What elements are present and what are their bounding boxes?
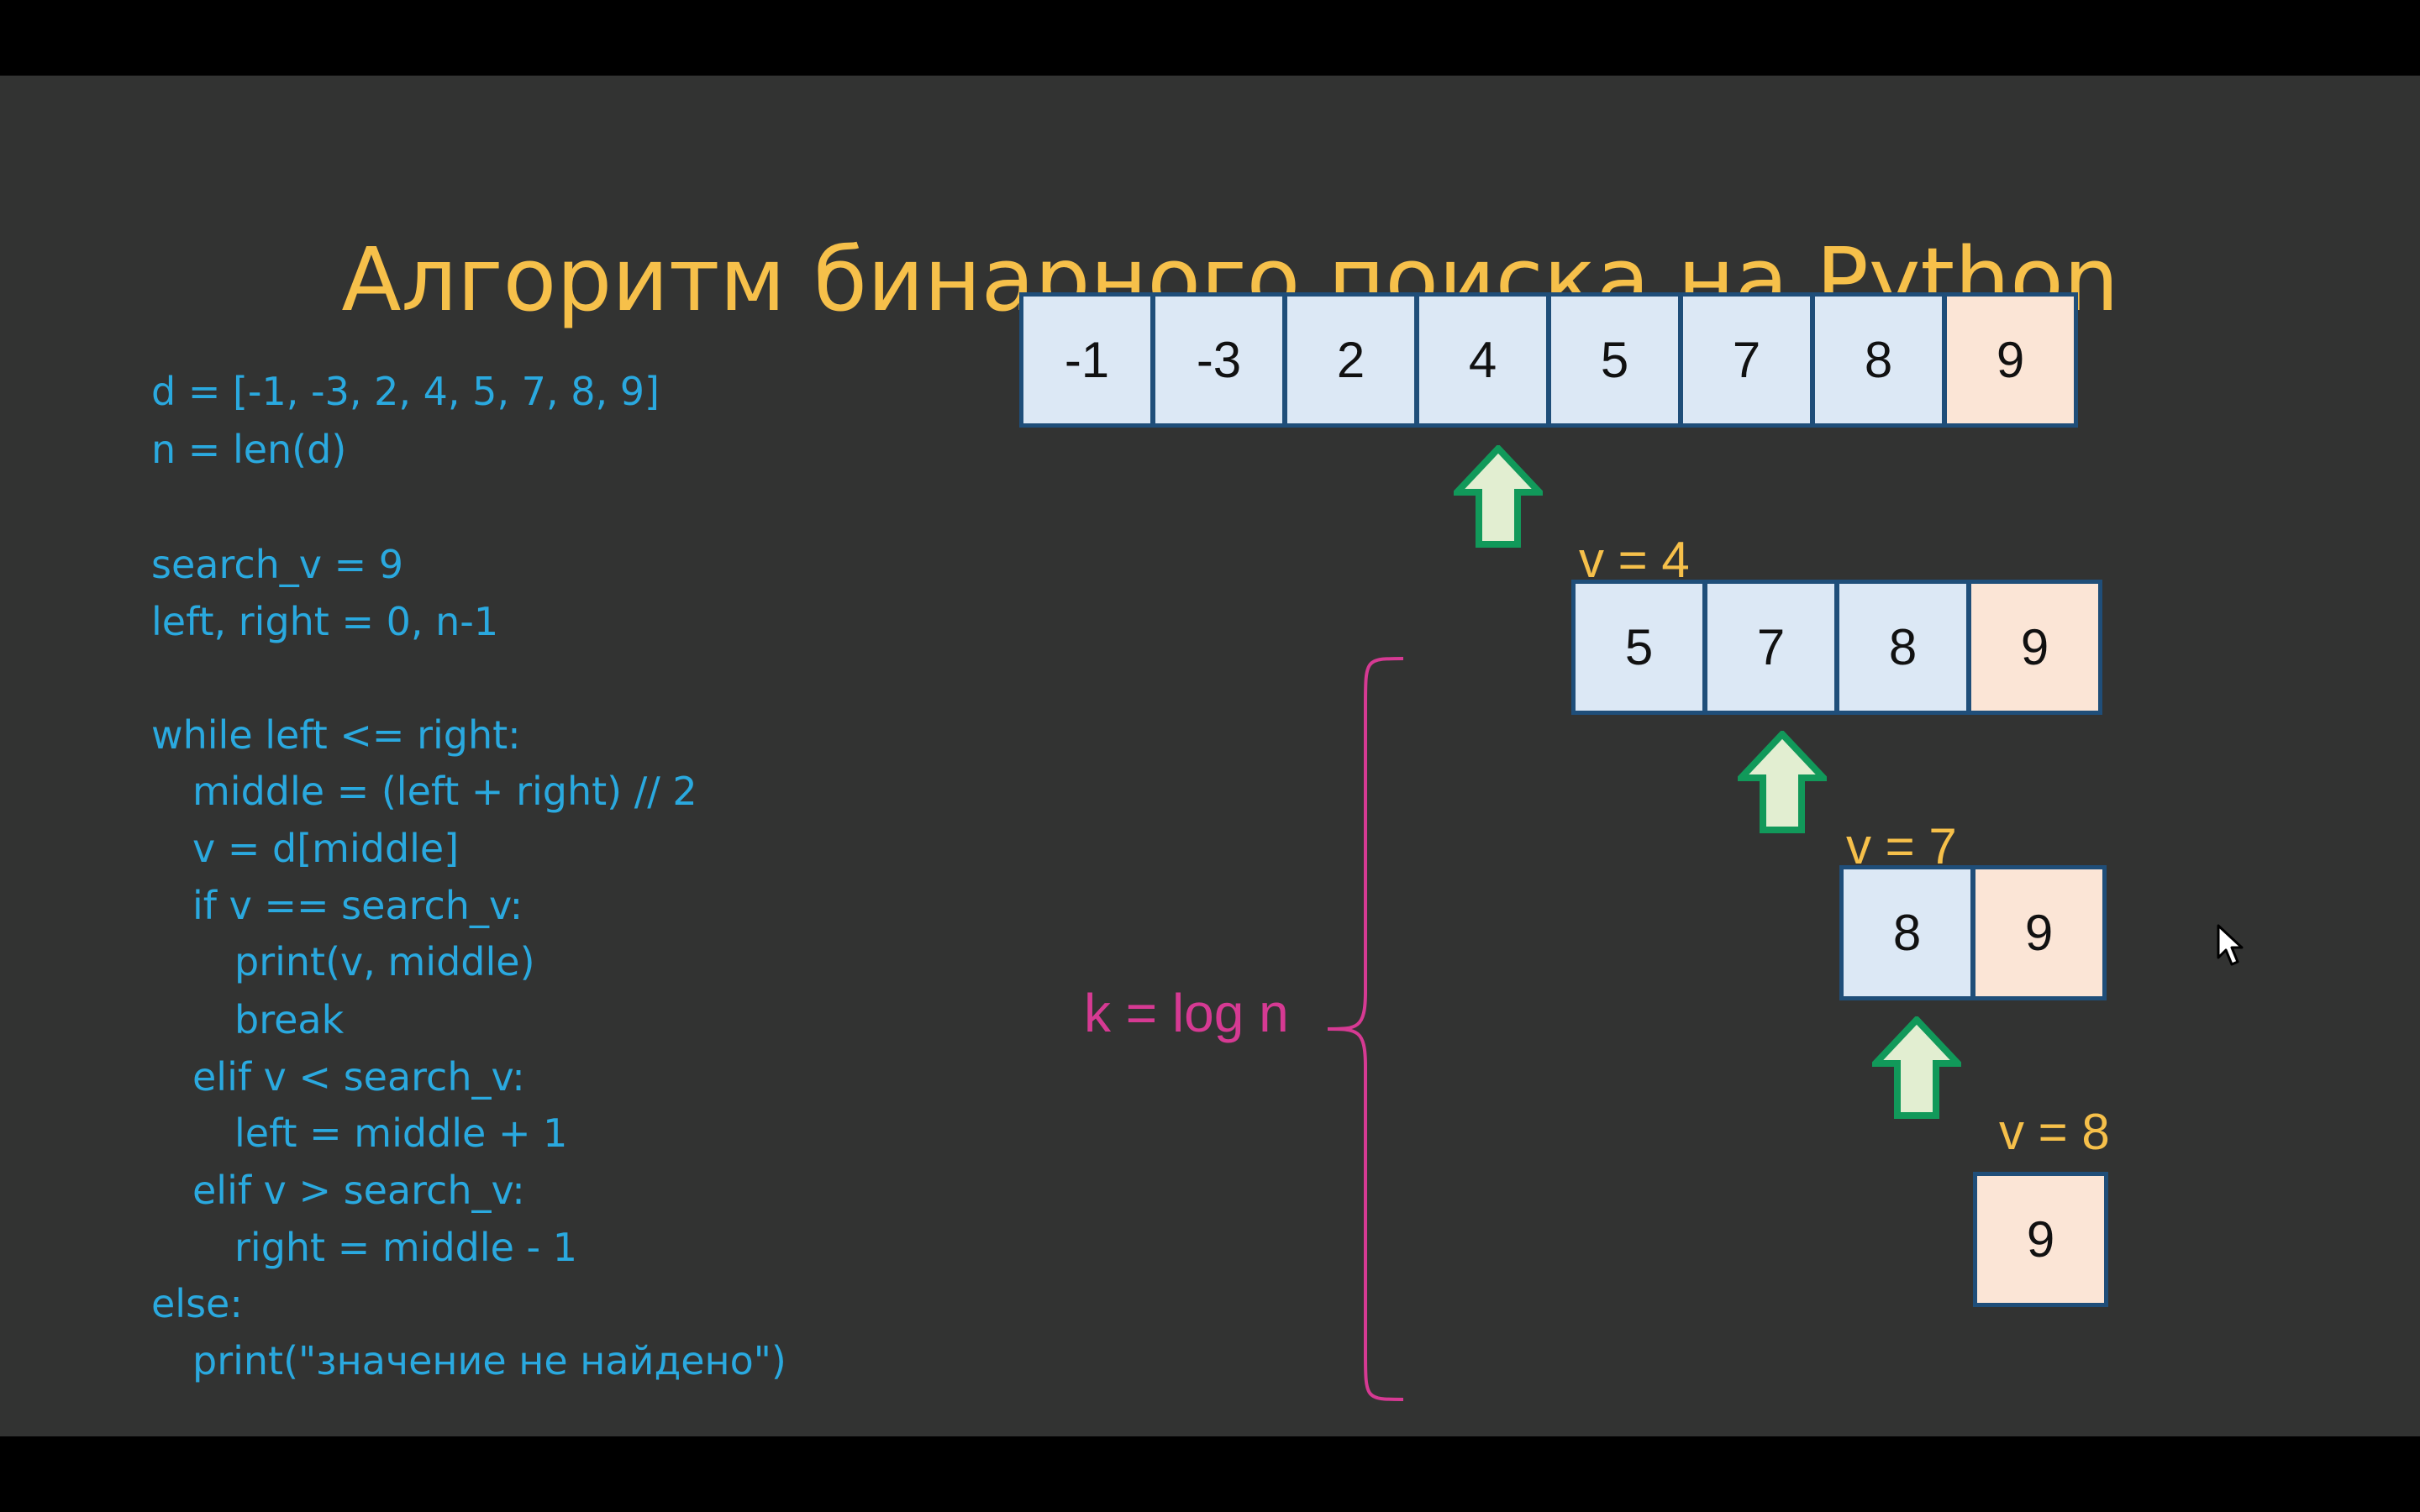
step-label: v = 4 [1579, 532, 1690, 588]
code-line: v = d[middle] [192, 826, 460, 871]
code-line: print("значение не найдено") [192, 1338, 786, 1383]
array-cell: 2 [1287, 297, 1414, 423]
code-line: d = [-1, -3, 2, 4, 5, 7, 8, 9] [151, 369, 660, 414]
array-cell: -3 [1155, 297, 1282, 423]
code-line: while left <= right: [151, 712, 521, 758]
code-line: print(v, middle) [234, 939, 535, 984]
array-cell: 5 [1551, 297, 1678, 423]
code-line: n = len(d) [151, 427, 347, 472]
code-line: if v == search_v: [192, 883, 523, 928]
array-single: 9 [1973, 1172, 2108, 1307]
array-cell: 9 [1971, 584, 2098, 711]
array-cell: 9 [1975, 869, 2102, 996]
up-arrow-icon [1454, 445, 1543, 548]
step-label: v = 7 [1846, 818, 1957, 874]
array-cell: -1 [1023, 297, 1150, 423]
code-line: middle = (left + right) // 2 [192, 769, 697, 814]
array-cell: 8 [1844, 869, 1970, 996]
up-arrow-icon [1738, 731, 1827, 833]
array-cell: 8 [1815, 297, 1942, 423]
complexity-label: k = log n [1084, 983, 1289, 1043]
code-line: left, right = 0, n-1 [151, 599, 499, 644]
array-cell: 7 [1683, 297, 1810, 423]
array-cell: 4 [1419, 297, 1546, 423]
array-cell: 8 [1839, 584, 1966, 711]
curly-brace-icon [1327, 657, 1404, 1401]
code-line: break [234, 997, 345, 1042]
code-line: search_v = 9 [151, 542, 404, 587]
slide: Алгоритм бинарного поиска на Python d = … [0, 76, 2420, 1436]
array-cell: 5 [1576, 584, 1702, 711]
array-cell: 9 [1947, 297, 2074, 423]
mouse-pointer-icon [2217, 924, 2244, 966]
code-line: left = middle + 1 [234, 1110, 568, 1156]
code-line: else: [151, 1281, 243, 1326]
step-label: v = 8 [1999, 1104, 2110, 1160]
array-cell: 9 [1977, 1176, 2104, 1303]
up-arrow-icon [1872, 1016, 1961, 1119]
code-line: elif v < search_v: [192, 1054, 525, 1100]
array-cell: 7 [1707, 584, 1834, 711]
code-line: elif v > search_v: [192, 1168, 525, 1213]
code-line: right = middle - 1 [234, 1225, 578, 1270]
